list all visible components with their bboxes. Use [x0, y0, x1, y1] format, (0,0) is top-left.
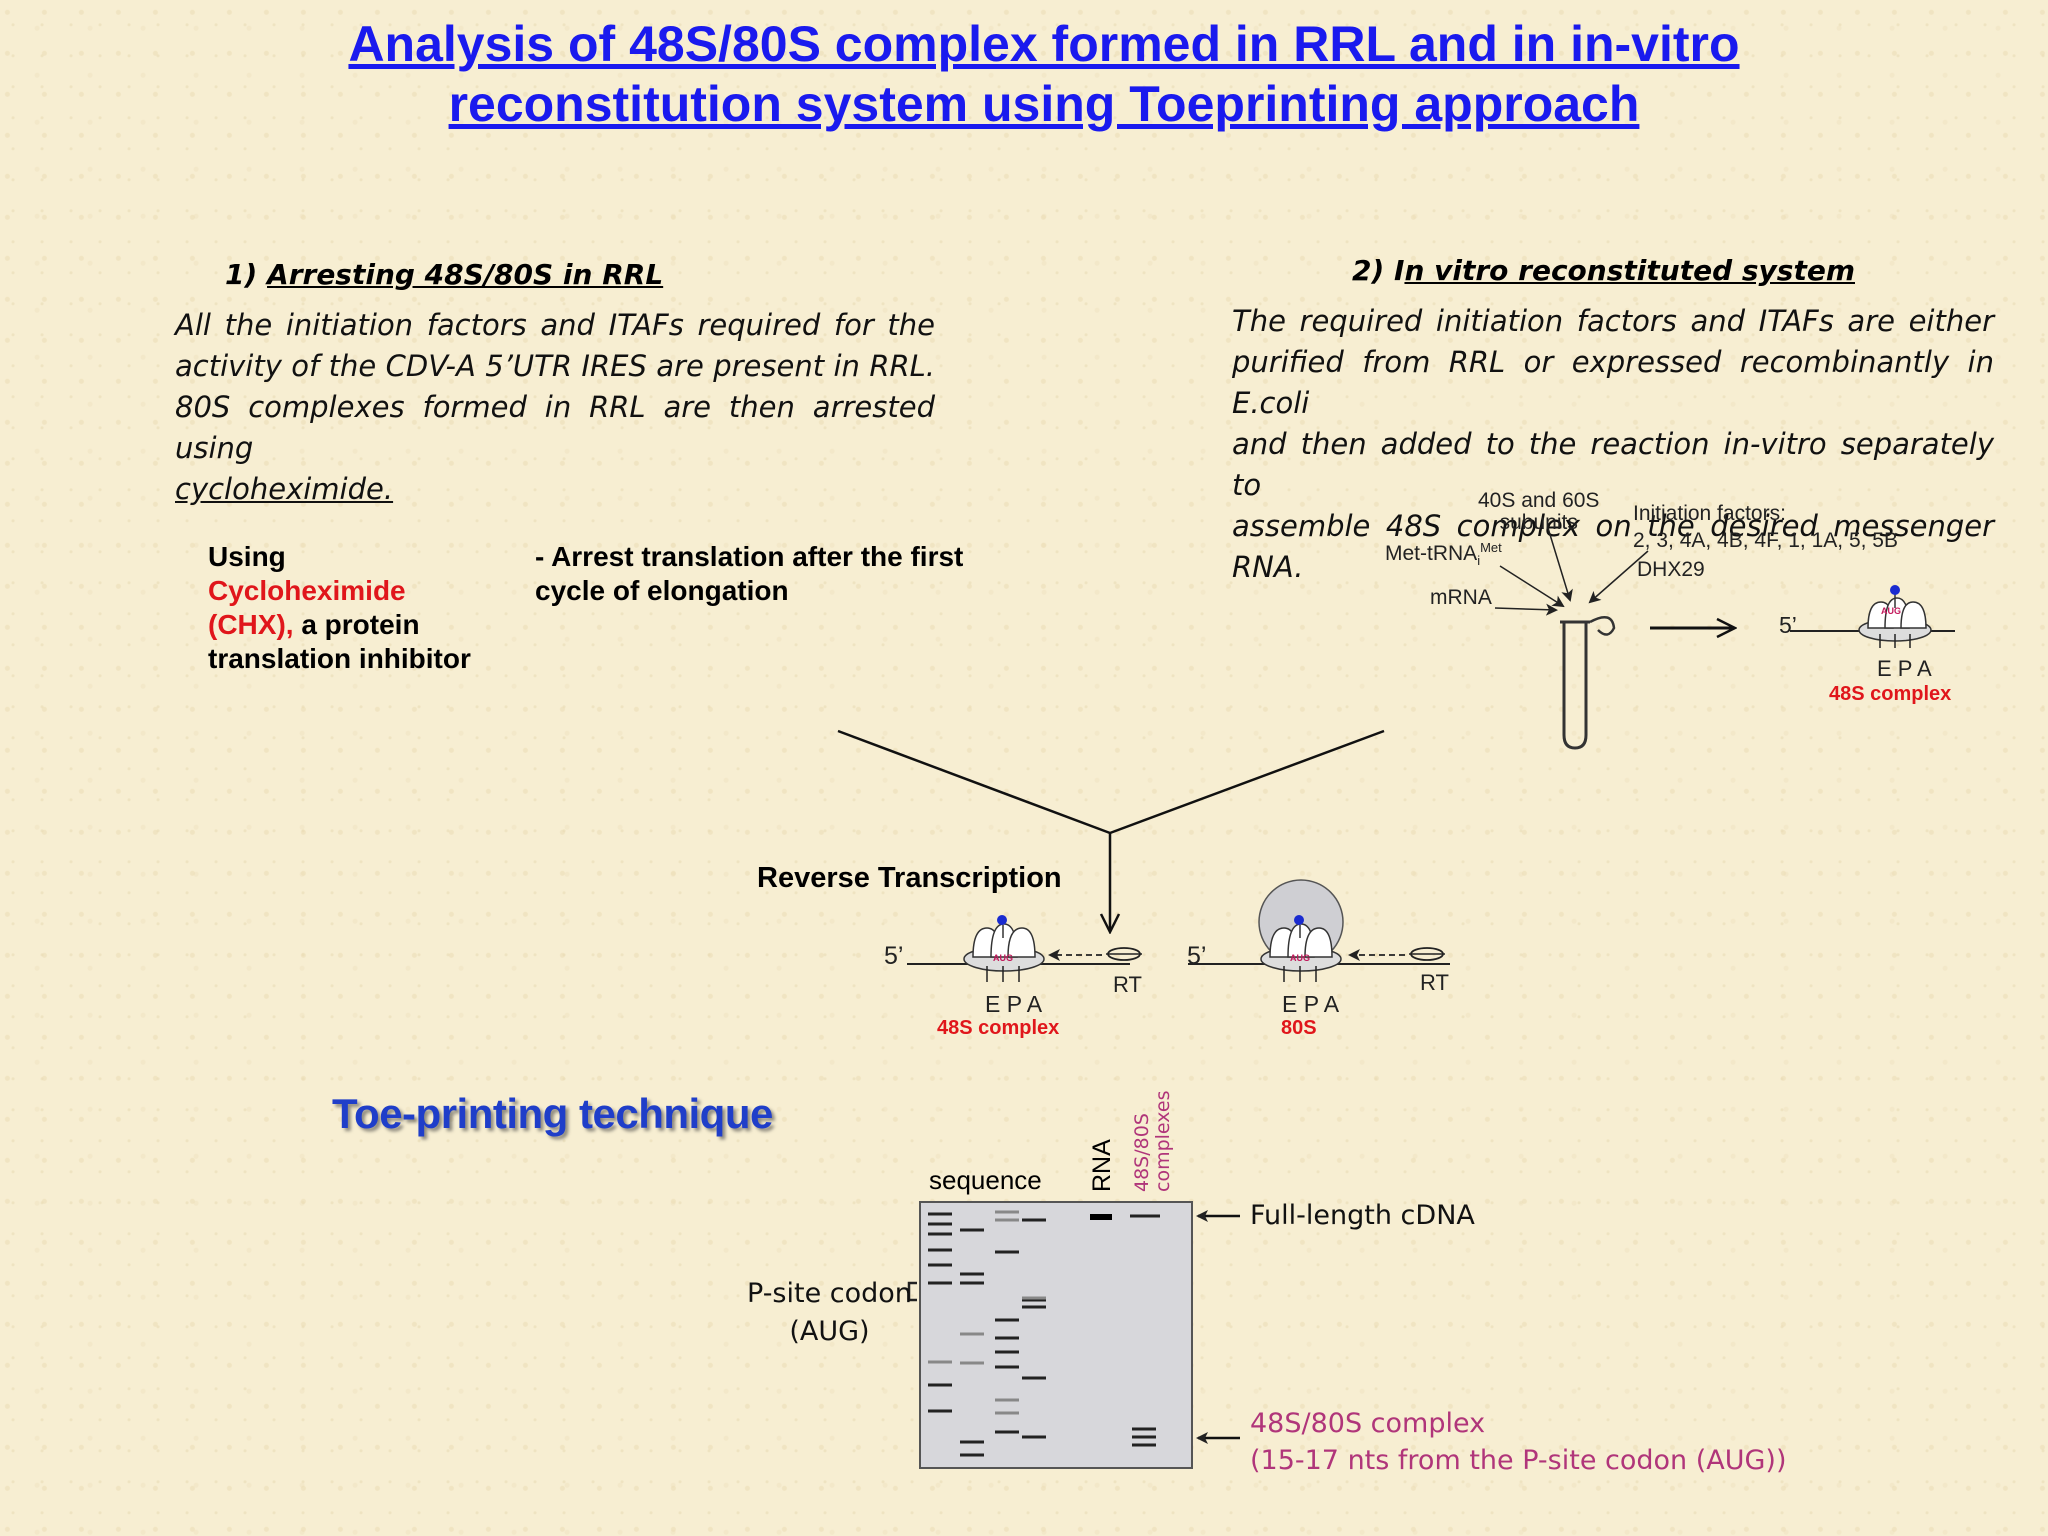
title-line-2: reconstitution system using Toeprinting …	[448, 76, 1640, 132]
gel-lane-complexes-line-2: complexes	[1152, 1090, 1174, 1192]
section1-line-2: activity of the CDV-A 5’UTR IRES are pre…	[175, 349, 935, 383]
chx-rest-2: translation inhibitor	[208, 643, 471, 674]
subunits-line-2: subunits	[1499, 511, 1578, 534]
dhx29-label: DHX29	[1637, 558, 1705, 581]
rt-left-rt-label: RT	[1113, 972, 1142, 997]
met-trna-subscript: i	[1477, 553, 1481, 569]
recon-48s-complex-icon	[1790, 585, 1955, 648]
recon-complex-label: 48S complex	[1829, 683, 1952, 705]
section2-line-2: purified from RRL or expressed recombina…	[1232, 345, 1994, 420]
rt-right-complex-label: 80S	[1281, 1017, 1317, 1039]
full-length-cdna-label: Full-length cDNA	[1250, 1200, 1475, 1231]
gel-lane-complexes-line-1: 48S/80S	[1131, 1113, 1153, 1192]
section2-line-4: assemble 48S complex on the desired mess…	[1232, 509, 1994, 584]
gel-lane-sequence: sequence	[929, 1165, 1042, 1195]
gel-lane-rna: RNA	[1088, 1139, 1116, 1192]
toe-printing-heading: Toe-printing technique	[332, 1090, 773, 1137]
rt-left-complex-label: 48S complex	[937, 1017, 1060, 1039]
chx-effect-line-1: - Arrest translation after the first	[535, 541, 964, 572]
met-trna-label: Met-tRNAiMet	[1385, 540, 1502, 568]
section1-line-1: All the initiation factors and ITAFs req…	[175, 308, 935, 342]
section1-line-4: cycloheximide.	[175, 472, 394, 506]
rt-left-codon: AUG	[993, 953, 1013, 963]
rt-right-codon: AUG	[1290, 953, 1310, 963]
section1-heading-text: Arresting 48S/80S in RRL	[267, 258, 664, 291]
rt-48s-complex-icon	[907, 915, 1142, 982]
chx-effect-line-2: cycle of elongation	[535, 575, 789, 606]
toeprint-complex-label: 48S/80S complex (15-17 nts from the P-si…	[1250, 1405, 1786, 1479]
chx-using: Using	[208, 541, 286, 572]
rt-right-sites: E P A	[1282, 991, 1340, 1017]
rt-right-five-prime: 5’	[1187, 942, 1207, 970]
chx-description: Using Cycloheximide (CHX), a protein tra…	[208, 540, 471, 676]
section2-heading: 2) In vitro reconstituted system	[1352, 254, 1855, 287]
section2-number: 2) I	[1352, 254, 1405, 287]
met-trna-superscript: Met	[1480, 540, 1502, 555]
met-trna-text: Met-tRNA	[1385, 542, 1478, 565]
toeprint-complex-line-1: 48S/80S complex	[1250, 1408, 1486, 1439]
p-site-codon-label: P-site codon (AUG)	[747, 1275, 912, 1351]
factors-arrow	[1588, 550, 1649, 604]
mrna-label: mRNA	[1430, 586, 1492, 609]
converge-line-left	[837, 729, 1111, 835]
section2-heading-text: n vitro reconstituted system	[1404, 254, 1855, 287]
factors-line-2: 2, 3, 4A, 4B, 4F, 1, 1A, 5, 5B	[1633, 529, 1898, 552]
subunits-label: 40S and 60S subunits	[1478, 490, 1599, 534]
section2-line-3: and then added to the reaction in-vitro …	[1232, 427, 1994, 502]
subunits-line-1: 40S and 60S	[1478, 489, 1600, 512]
p-site-line-2: (AUG)	[789, 1316, 870, 1347]
chx-rest-1: a protein	[293, 609, 420, 640]
rt-80s-complex-icon	[1188, 879, 1450, 982]
section2-line-1: The required initiation factors and ITAF…	[1232, 304, 1994, 338]
slide-title: Analysis of 48S/80S complex formed in RR…	[0, 14, 2048, 134]
chx-effect: - Arrest translation after the first cyc…	[535, 540, 963, 608]
reverse-transcription-heading: Reverse Transcription	[757, 862, 1062, 894]
section1-number: 1)	[225, 258, 268, 291]
recon-five-prime: 5’	[1779, 612, 1797, 638]
initiation-factors-label: Initiation factors: 2, 3, 4A, 4B, 4F, 1,…	[1633, 500, 1898, 554]
test-tube-icon	[1560, 615, 1616, 750]
factors-line-1: Initiation factors:	[1633, 502, 1786, 525]
toeprint-complex-line-2: (15-17 nts from the P-site codon (AUG))	[1250, 1445, 1787, 1476]
chx-abbr: (CHX),	[208, 609, 294, 640]
mrna-arrow	[1494, 603, 1558, 616]
gel-lane-complexes: 48S/80S complexes	[1131, 1090, 1174, 1192]
met-trna-arrow	[1499, 565, 1565, 608]
chx-name: Cycloheximide	[208, 575, 406, 606]
subunits-arrow	[1547, 527, 1573, 602]
section1-line-3: 80S complexes formed in RRL are then arr…	[175, 390, 935, 465]
rt-left-sites: E P A	[985, 991, 1043, 1017]
section2-paragraph: The required initiation factors and ITAF…	[1232, 301, 1994, 588]
rt-right-rt-label: RT	[1420, 970, 1449, 995]
section1-heading: 1) Arresting 48S/80S in RRL	[225, 258, 663, 291]
section1-paragraph: All the initiation factors and ITAFs req…	[175, 305, 935, 510]
recon-sites-label: E P A	[1877, 656, 1932, 681]
converge-line-right	[1109, 729, 1385, 835]
recon-codon: AUG	[1881, 606, 1901, 616]
title-line-1: Analysis of 48S/80S complex formed in RR…	[348, 16, 1740, 72]
toeprint-gel	[907, 1201, 1240, 1469]
rt-left-five-prime: 5’	[884, 942, 904, 970]
p-site-line-1: P-site codon	[747, 1278, 912, 1309]
